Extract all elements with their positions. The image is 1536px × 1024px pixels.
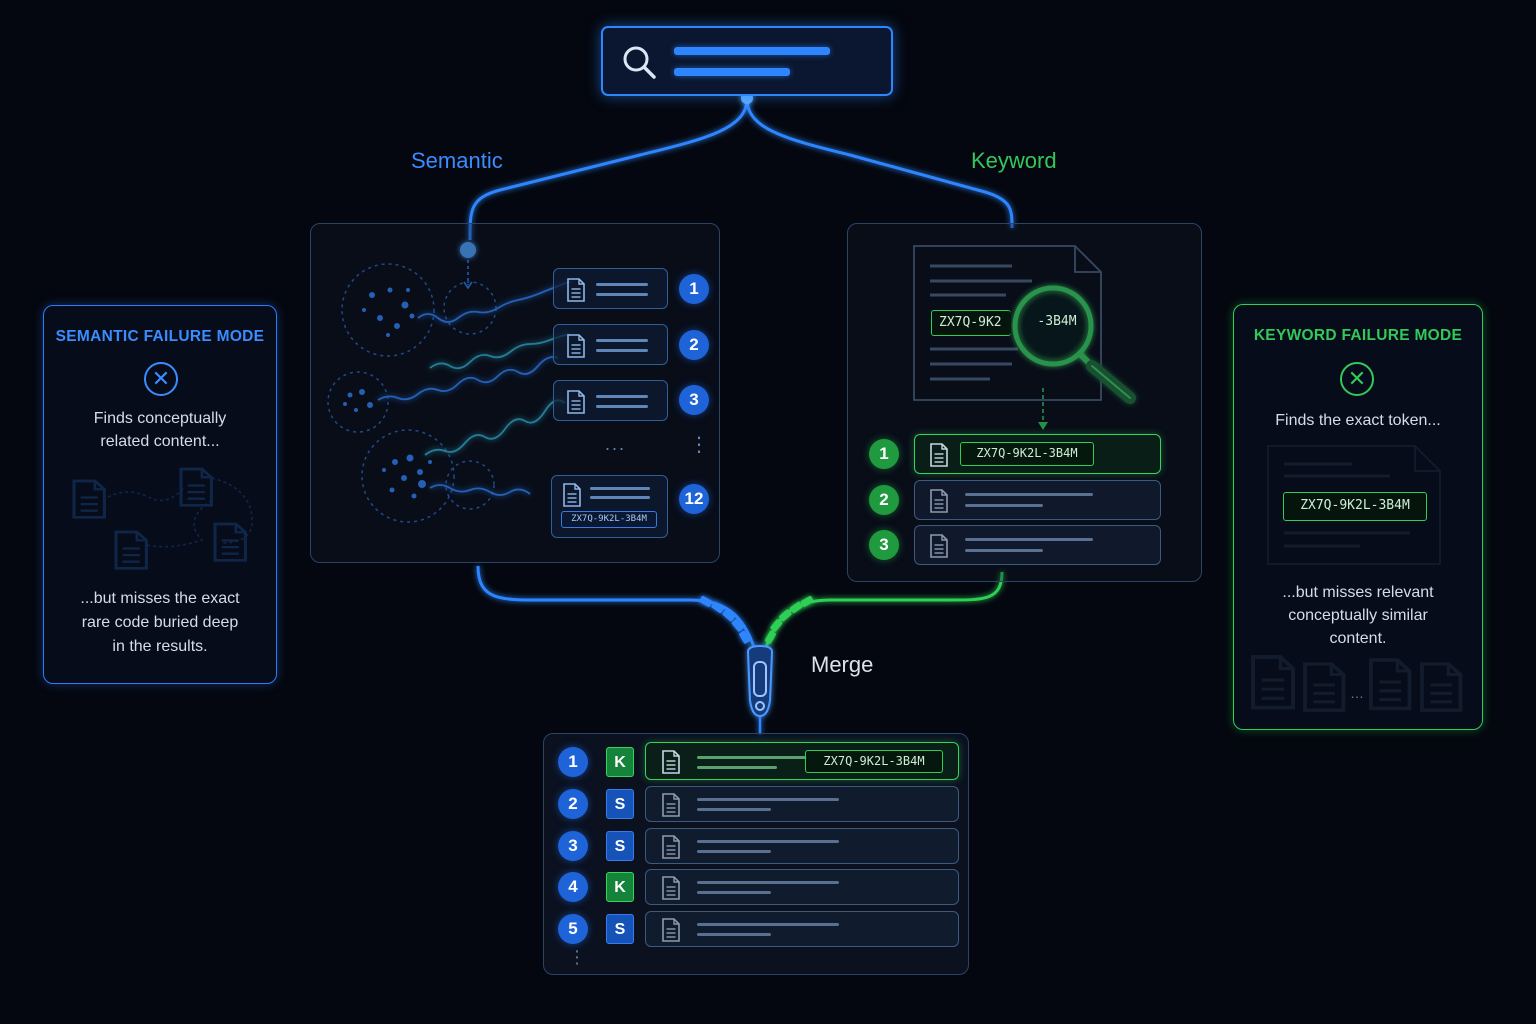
semantic-merge-wire <box>476 565 757 651</box>
keyword-doc-code-left: ZX7Q-9K2 <box>931 310 1011 336</box>
similarity-waves <box>377 281 571 496</box>
keyword-failure-bottom2: conceptually similar <box>1288 607 1428 624</box>
document-icon <box>567 390 585 414</box>
keyword-failure-panel: KEYWORD FAILURE MODE ✕ Finds the exact t… <box>1233 304 1483 730</box>
merged-rank: 3 <box>558 831 588 861</box>
document-icon <box>930 534 948 558</box>
semantic-ellipsis-vertical: ⋮ <box>689 434 709 456</box>
keyword-rank: 1 <box>869 439 899 469</box>
keyword-result-code: ZX7Q-9K2L-3B4M <box>960 442 1094 466</box>
merged-source-tag: S <box>606 831 634 861</box>
keyword-failure-ellipsis: … <box>1350 685 1364 701</box>
merged-source-tag: K <box>606 872 634 902</box>
semantic-failure-bottom2: rare code buried deep <box>81 614 239 631</box>
semantic-result-card[interactable] <box>553 324 668 365</box>
keyword-rank: 3 <box>869 530 899 560</box>
semantic-result-card[interactable] <box>553 268 668 309</box>
merged-result-card[interactable] <box>645 786 959 822</box>
document-icon <box>930 489 948 513</box>
search-query-bar[interactable] <box>601 26 893 96</box>
semantic-result-card[interactable] <box>553 380 668 421</box>
merged-result-card[interactable] <box>645 911 959 947</box>
search-icon <box>623 46 656 79</box>
document-icon <box>662 918 680 942</box>
query-text-line <box>674 47 830 55</box>
semantic-rank: 2 <box>679 330 709 360</box>
merged-source-tag: K <box>606 747 634 777</box>
semantic-failure-title: SEMANTIC FAILURE MODE <box>55 328 265 345</box>
zipper-icon <box>699 595 814 718</box>
document-icon <box>662 876 680 900</box>
document-icon <box>930 443 948 467</box>
keyword-failure-line1: Finds the exact token... <box>1275 412 1441 429</box>
keyword-rank: 2 <box>869 485 899 515</box>
merged-result-code: ZX7Q-9K2L-3B4M <box>805 750 943 773</box>
merged-result-card[interactable]: ZX7Q-9K2L-3B4M <box>645 742 959 780</box>
keyword-branch-label: Keyword <box>971 148 1057 173</box>
merged-rank: 2 <box>558 789 588 819</box>
keyword-search-panel: ZX7Q-9K2 -3B4M 1 2 3 ZX7Q-9K2L-3B4M <box>847 223 1202 582</box>
x-circle-icon: ✕ <box>1340 362 1374 396</box>
keyword-branch-wire <box>745 98 1014 229</box>
document-icon <box>662 835 680 859</box>
document-icon <box>567 278 585 302</box>
semantic-failure-bottom3: in the results. <box>112 638 208 655</box>
query-text-line <box>674 68 790 76</box>
merged-rank: 1 <box>558 747 588 777</box>
semantic-search-panel: ... ZX7Q-9K2L-3B4M 1 2 3 ⋮ 12 <box>310 223 720 563</box>
semantic-branch-wire <box>468 98 749 241</box>
semantic-rank: 3 <box>679 385 709 415</box>
keyword-failure-title: KEYWORD FAILURE MODE <box>1253 327 1463 344</box>
semantic-ellipsis-horizontal: ... <box>605 434 627 454</box>
semantic-failure-line1: Finds conceptually <box>93 410 227 427</box>
merged-result-card[interactable] <box>645 828 959 864</box>
magnifier-icon <box>1012 285 1136 404</box>
document-icon <box>662 793 680 817</box>
keyword-failure-code: ZX7Q-9K2L-3B4M <box>1283 492 1427 521</box>
merged-result-card[interactable] <box>645 869 959 905</box>
keyword-failure-bottom3: content. <box>1329 630 1387 647</box>
merge-label: Merge <box>811 652 874 677</box>
semantic-result-card-rare[interactable]: ZX7Q-9K2L-3B4M <box>551 475 668 538</box>
semantic-failure-bottom1: ...but misses the exact <box>80 590 240 607</box>
document-icon <box>567 334 585 358</box>
document-icon <box>662 750 680 774</box>
merged-source-tag: S <box>606 914 634 944</box>
semantic-failure-line2: related content... <box>100 433 220 450</box>
keyword-result-card-match[interactable]: ZX7Q-9K2L-3B4M <box>914 434 1161 474</box>
semantic-rank: 12 <box>679 484 709 514</box>
keyword-result-card[interactable] <box>914 525 1161 565</box>
semantic-branch-label: Semantic <box>411 148 503 173</box>
semantic-rare-code: ZX7Q-9K2L-3B4M <box>561 511 657 528</box>
merged-source-tag: S <box>606 789 634 819</box>
semantic-failure-panel: SEMANTIC FAILURE MODE ✕ Finds conceptual… <box>43 305 277 684</box>
merged-more-ellipsis: ⋮ <box>568 947 586 967</box>
semantic-rank: 1 <box>679 274 709 304</box>
merged-rank: 5 <box>558 914 588 944</box>
document-icon <box>563 483 581 507</box>
merged-results-panel: 1 K ZX7Q-9K2L-3B4M 2 S 3 S 4 K <box>543 733 969 975</box>
merged-rank: 4 <box>558 872 588 902</box>
keyword-failure-bottom1: ...but misses relevant <box>1282 584 1434 601</box>
embedding-clusters <box>327 242 497 523</box>
keyword-merge-wire <box>763 571 1004 651</box>
x-circle-icon: ✕ <box>144 362 178 396</box>
keyword-result-card[interactable] <box>914 480 1161 520</box>
keyword-doc-code-right: -3B4M <box>1037 314 1077 329</box>
